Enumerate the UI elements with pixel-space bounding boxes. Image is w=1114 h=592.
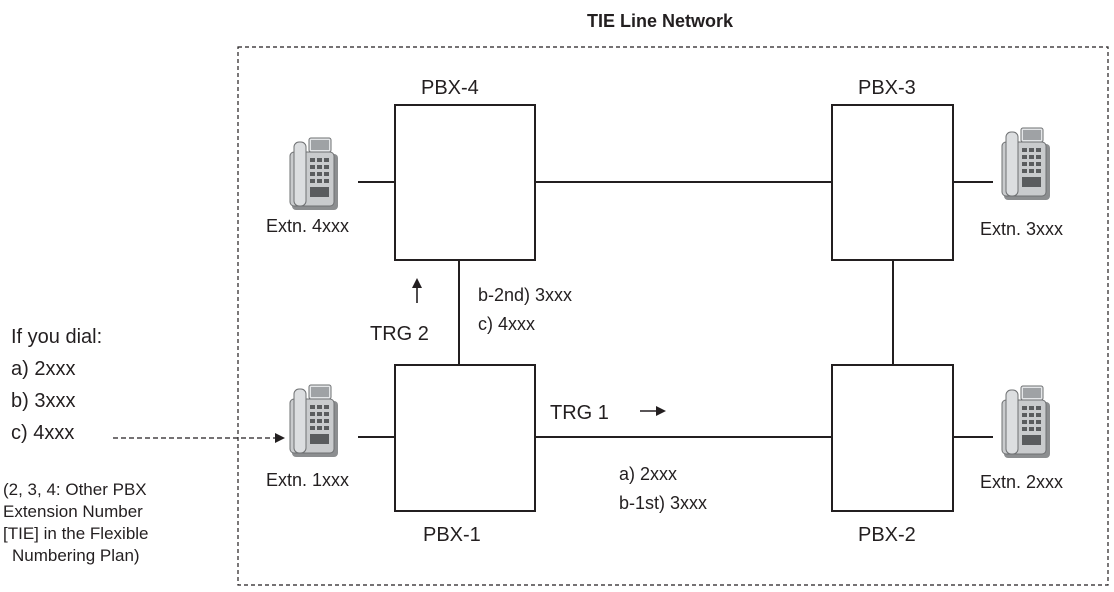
dial-heading: If you dial: bbox=[11, 326, 103, 348]
pbx-3-label: PBX-3 bbox=[858, 77, 916, 99]
route-pbx1-pbx4-line-2: c) 4xxx bbox=[478, 314, 536, 334]
network-title: TIE Line Network bbox=[587, 11, 734, 31]
dial-note: (2, 3, 4: Other PBX Extension Number [TI… bbox=[3, 479, 149, 567]
route-pbx1-pbx4-line-1: b-2nd) 3xxx bbox=[478, 285, 573, 305]
pbx-1-box bbox=[394, 364, 536, 512]
tie-network-boundary bbox=[237, 46, 1109, 586]
route-pbx1-pbx2-line-2: b-1st) 3xxx bbox=[619, 493, 708, 513]
extension-3-label: Extn. 3xxx bbox=[980, 219, 1064, 239]
extension-4-label: Extn. 4xxx bbox=[266, 216, 350, 236]
dial-note-line-4: Numbering Plan) bbox=[12, 546, 140, 565]
trg-1-label: TRG 1 bbox=[550, 402, 609, 424]
phone-icon-ext1 bbox=[289, 384, 339, 458]
dial-option-a: a) 2xxx bbox=[11, 358, 76, 380]
dial-note-line-1: (2, 3, 4: Other PBX bbox=[3, 480, 147, 499]
dial-note-line-2: Extension Number bbox=[3, 502, 143, 521]
route-pbx1-pbx2-line-1: a) 2xxx bbox=[619, 464, 678, 484]
pbx-2-label: PBX-2 bbox=[858, 524, 916, 546]
pbx-3-box bbox=[831, 104, 954, 261]
dial-panel: If you dial: a) 2xxx b) 3xxx c) 4xxx bbox=[11, 321, 102, 449]
pbx-4-label: PBX-4 bbox=[421, 77, 479, 99]
extension-1-label: Extn. 1xxx bbox=[266, 470, 350, 490]
dial-option-b: b) 3xxx bbox=[11, 390, 76, 412]
phone-icon-ext2 bbox=[1001, 385, 1051, 459]
phone-icon-ext3 bbox=[1001, 127, 1051, 201]
extension-2-label: Extn. 2xxx bbox=[980, 472, 1064, 492]
pbx-boxes bbox=[394, 104, 954, 512]
pbx-connections bbox=[358, 181, 993, 438]
pbx-2-box bbox=[831, 364, 954, 512]
pbx-4-box bbox=[394, 104, 536, 261]
dial-note-line-3: [TIE] in the Flexible bbox=[3, 524, 149, 543]
trg-2-label: TRG 2 bbox=[370, 323, 429, 345]
phone-icon-ext4 bbox=[289, 137, 339, 211]
dial-option-c: c) 4xxx bbox=[11, 422, 75, 444]
pbx-1-label: PBX-1 bbox=[423, 524, 481, 546]
